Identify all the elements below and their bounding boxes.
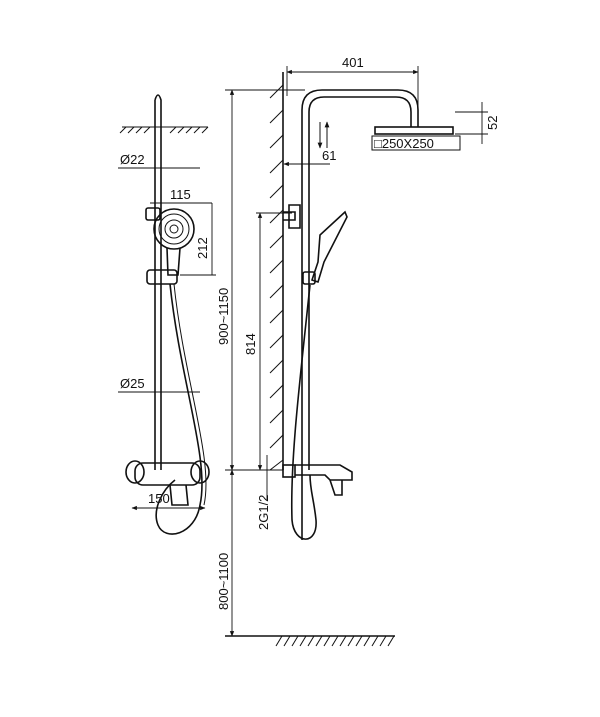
dim-wall-offset: 61 <box>322 148 336 163</box>
dim-rod-bottom-diameter: Ø25 <box>120 376 145 391</box>
hand-shower <box>145 207 195 276</box>
dim-inlet-thread: 2G1/2 <box>256 495 271 530</box>
mixer-side <box>282 464 353 496</box>
dim-head-height: 52 <box>485 116 500 130</box>
dim-rail-height: 900~1150 <box>216 288 231 345</box>
dim-handset-height: 212 <box>195 237 210 259</box>
front-view: Ø22 115 212 Ø25 150 <box>118 94 216 535</box>
dim-floor-to-mixer: 800~1100 <box>216 553 231 610</box>
mixer-front <box>125 460 210 506</box>
dim-top-width: 401 <box>342 55 364 70</box>
dim-mixer-to-holder: 814 <box>243 333 258 355</box>
side-view: 401 52 □250X250 61 814 <box>216 55 500 647</box>
holder-slider <box>146 269 178 285</box>
floor-hatch <box>225 635 395 647</box>
shower-head <box>374 126 454 135</box>
ceiling-hatch <box>119 126 209 134</box>
dim-rod-top-diameter: Ø22 <box>120 152 145 167</box>
wall-hatch <box>269 72 284 471</box>
dim-mixer-width: 150 <box>148 491 170 506</box>
holder-side <box>302 271 316 285</box>
dim-head-size: □250X250 <box>374 136 434 151</box>
dim-handset-width: 115 <box>170 187 191 202</box>
